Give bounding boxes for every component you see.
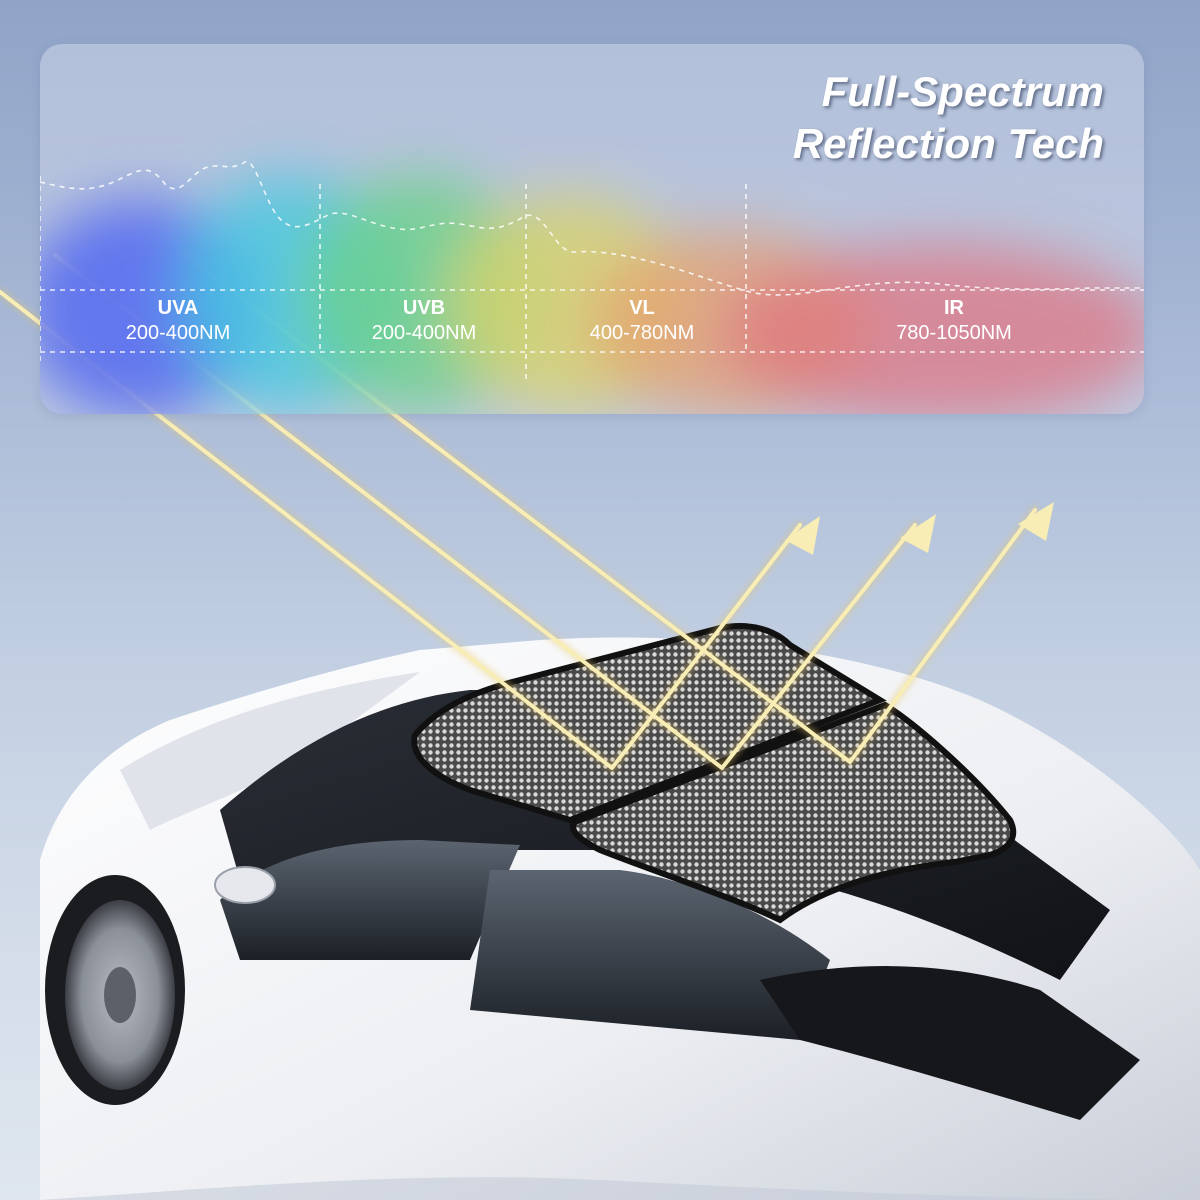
band-uva: UVA 200-400NM <box>68 296 288 346</box>
spectrum-panel: Full-Spectrum Reflection Tech UVA 200-40… <box>40 44 1144 414</box>
band-ir: IR 780-1050NM <box>844 296 1064 346</box>
band-name: UVA <box>157 297 199 319</box>
rear-window <box>760 966 1140 1120</box>
sunshade-rear-panel <box>570 701 1017 924</box>
title-line-1: Full-Spectrum <box>821 68 1104 115</box>
ray-2 <box>53 253 917 770</box>
spectrum-glow <box>40 174 1144 414</box>
band-name: VL <box>629 297 655 319</box>
panel-title: Full-Spectrum Reflection Tech <box>793 66 1104 170</box>
light-rays <box>0 250 1054 773</box>
band-name: IR <box>944 297 964 319</box>
spectrum-graphic <box>40 160 1144 414</box>
band-uvb: UVB 200-400NM <box>314 296 534 346</box>
band-range: 780-1050NM <box>896 322 1012 344</box>
band-range: 200-400NM <box>371 322 477 344</box>
rear-side-window <box>470 870 830 1040</box>
ray-1 <box>0 290 802 770</box>
ray-arrowhead-3 <box>1018 502 1054 541</box>
front-side-window <box>220 840 520 960</box>
reflection-curve <box>40 160 1144 296</box>
ray-3 <box>183 253 1037 764</box>
band-range: 400-780NM <box>589 322 695 344</box>
ray-arrowhead-1 <box>785 516 820 555</box>
title-line-2: Reflection Tech <box>792 120 1104 167</box>
band-vl: VL 400-780NM <box>532 296 752 346</box>
ray-arrowhead-2 <box>900 514 936 553</box>
side-mirror <box>214 866 276 904</box>
band-range: 200-400NM <box>125 322 231 344</box>
band-name: UVB <box>402 297 446 319</box>
